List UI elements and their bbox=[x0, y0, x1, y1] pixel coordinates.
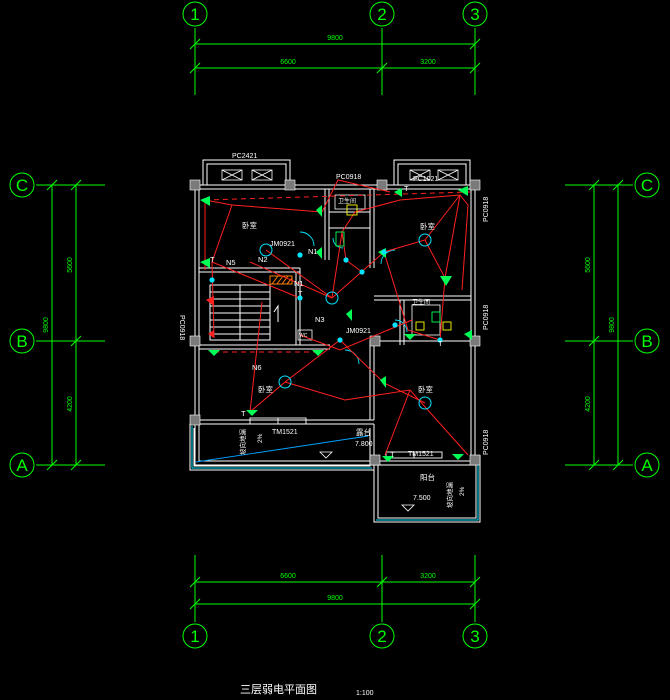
dim-left-total: 9800 bbox=[43, 317, 50, 333]
dim-top-seg-2: 3200 bbox=[420, 59, 436, 66]
wire-n6: N6 bbox=[252, 363, 262, 372]
room-bath-right: 卫生间 bbox=[412, 298, 430, 306]
junction-dots bbox=[209, 249, 443, 343]
dim-bottom-seg-1: 6600 bbox=[280, 573, 296, 580]
label-window-left: PC0918 bbox=[178, 315, 185, 340]
dim-top-seg-1: 6600 bbox=[280, 59, 296, 66]
elevation-right: 7.500 bbox=[413, 495, 431, 502]
wire-n-mid: N1 bbox=[308, 247, 318, 256]
room-balcony-right: 阳台 bbox=[420, 472, 435, 482]
room-bedroom-nw: 卧室 bbox=[242, 220, 257, 230]
axis-label-row-a-right: A bbox=[641, 456, 653, 475]
label-door-balcony-left: TM1521 bbox=[272, 429, 298, 436]
drain-right: 坡向地漏 bbox=[445, 482, 454, 509]
axis-label-row-b-right: B bbox=[641, 332, 652, 351]
wire-n3: N3 bbox=[315, 315, 325, 324]
dim-bottom-total: 9800 bbox=[327, 595, 343, 602]
dim-right-total: 9800 bbox=[609, 317, 616, 333]
dim-right-seg-1: 5600 bbox=[585, 257, 592, 273]
room-bedroom-sw: 卧室 bbox=[258, 384, 273, 394]
axis-bubbles-left: C B A bbox=[9, 172, 35, 478]
wiring-dashed bbox=[204, 191, 471, 353]
room-balcony-left: 露台 bbox=[356, 427, 371, 437]
dimension-right bbox=[588, 179, 624, 471]
wire-n5: N5 bbox=[226, 258, 236, 267]
wiring bbox=[204, 179, 469, 456]
dimension-top bbox=[189, 38, 481, 74]
label-door-1: JM0921 bbox=[270, 241, 295, 248]
bath-terminals bbox=[335, 231, 441, 323]
wire-wc: WC bbox=[299, 333, 308, 339]
balcony-glazing bbox=[191, 426, 479, 521]
room-bedroom-ne: 卧室 bbox=[420, 221, 435, 231]
wire-t-3: T bbox=[241, 409, 246, 418]
drawing-scale: 1:100 bbox=[356, 690, 374, 697]
axis-label-row-b: B bbox=[16, 332, 27, 351]
drawing-title: 三层弱电平面图 bbox=[240, 683, 317, 696]
bay-window-sashes bbox=[221, 169, 459, 181]
slope-left: 2% bbox=[257, 433, 264, 443]
slope-right: 2% bbox=[459, 486, 466, 496]
wire-t-4: T bbox=[390, 450, 395, 459]
label-window-top-right: PC1021 bbox=[413, 176, 438, 183]
red-terminals bbox=[206, 296, 214, 338]
dim-left-seg-1: 5600 bbox=[67, 257, 74, 273]
label-window-top-left: PC2421 bbox=[232, 153, 257, 160]
dim-top-total: 9800 bbox=[327, 35, 343, 42]
axis-label-row-c-right: C bbox=[641, 176, 653, 195]
sliding-doors bbox=[249, 417, 443, 459]
axis-label-col-3: 3 bbox=[470, 5, 479, 24]
axis-grid bbox=[36, 28, 633, 622]
stair bbox=[209, 284, 279, 341]
axis-bubbles-top: 1 2 3 bbox=[182, 1, 488, 27]
axis-label-row-c: C bbox=[16, 176, 28, 195]
wire-n2: N2 bbox=[258, 255, 268, 264]
axis-label-col-1: 1 bbox=[190, 5, 199, 24]
wire-n1: N1 bbox=[294, 279, 304, 288]
axis-label-col-3-bottom: 3 bbox=[470, 627, 479, 646]
label-window-right-mid: PC0918 bbox=[483, 305, 490, 330]
outlet-devices bbox=[200, 186, 472, 462]
wire-t-5: T bbox=[298, 289, 303, 298]
label-window-right-upper: PC0918 bbox=[483, 197, 490, 222]
wire-t-1: T bbox=[210, 255, 215, 264]
room-bedroom-se: 卧室 bbox=[418, 384, 433, 394]
room-bath-top: 卫生间 bbox=[338, 197, 356, 205]
label-door-balcony-right: TM1521 bbox=[408, 451, 434, 458]
axis-label-col-2-bottom: 2 bbox=[377, 627, 386, 646]
wire-labels: N5 N2 N1 N3 N6 N1 T T T T T T WC bbox=[210, 184, 443, 459]
axis-label-col-2: 2 bbox=[377, 5, 386, 24]
dimension-left bbox=[46, 179, 82, 471]
bath-junction-boxes bbox=[346, 204, 452, 331]
axis-label-col-1-bottom: 1 bbox=[190, 627, 199, 646]
drain-left: 坡向地漏 bbox=[238, 429, 247, 456]
label-window-top-mid: PC0918 bbox=[336, 174, 361, 181]
elevation-marks: 7.800 7.500 bbox=[319, 441, 431, 512]
wire-t-6: T bbox=[438, 339, 443, 348]
label-window-right-lower: PC0918 bbox=[483, 430, 490, 455]
dim-left-seg-2: 4200 bbox=[67, 396, 74, 412]
columns bbox=[189, 179, 481, 466]
label-door-2: JM0921 bbox=[346, 328, 371, 335]
axis-bubbles-right: C B A bbox=[634, 172, 660, 478]
elevation-left: 7.800 bbox=[355, 441, 373, 448]
axis-label-row-a: A bbox=[16, 456, 28, 475]
room-labels: 卧室 卧室 卧室 卧室 卫生间 卫生间 露台 阳台 bbox=[242, 197, 435, 482]
dimension-bottom bbox=[189, 576, 481, 610]
slope-annotations: 2% 坡向地漏 2% 坡向地漏 bbox=[195, 429, 466, 509]
walls bbox=[189, 159, 481, 523]
wire-t-2: T bbox=[404, 184, 409, 193]
axis-bubbles-bottom: 1 2 3 bbox=[182, 623, 488, 649]
opening-labels: PC2421 PC0918 PC1021 PC0918 PC0918 PC091… bbox=[178, 153, 490, 458]
dim-bottom-seg-2: 3200 bbox=[420, 573, 436, 580]
dim-right-seg-2: 4200 bbox=[585, 396, 592, 412]
network-nodes bbox=[259, 233, 432, 410]
hatch-panel bbox=[269, 275, 293, 285]
